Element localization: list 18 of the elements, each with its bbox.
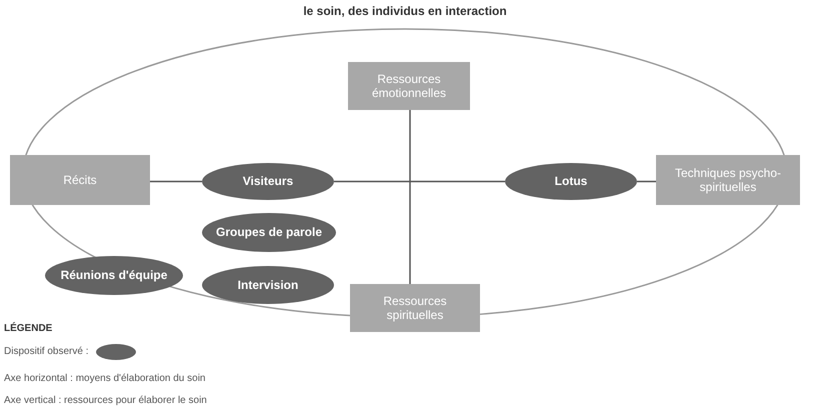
device-ellipse: Visiteurs xyxy=(202,163,334,200)
legend-note: Axe horizontal : moyens d'élaboration du soin xyxy=(4,373,206,384)
resource-box: Techniques psycho-spirituelles xyxy=(656,155,800,205)
connector-line xyxy=(334,180,505,182)
legend-note: Axe vertical : ressources pour élaborer le soin xyxy=(4,395,207,406)
connector-line xyxy=(409,110,411,284)
connector-line xyxy=(637,180,656,182)
device-ellipse: Groupes de parole xyxy=(202,213,336,252)
device-ellipse: Intervision xyxy=(202,266,334,304)
device-ellipse: Lotus xyxy=(505,163,637,200)
legend-heading: LÉGENDE xyxy=(4,323,52,334)
diagram-heading: le soin, des individus en interaction xyxy=(302,4,508,18)
legend-text: Dispositif observé : xyxy=(4,346,88,357)
resource-box: Ressources spirituelles xyxy=(350,284,480,332)
resource-box: Récits xyxy=(10,155,150,205)
connector-line xyxy=(150,180,202,182)
device-ellipse: Réunions d'équipe xyxy=(45,256,183,295)
resource-box: Ressources émotionnelles xyxy=(348,62,470,110)
